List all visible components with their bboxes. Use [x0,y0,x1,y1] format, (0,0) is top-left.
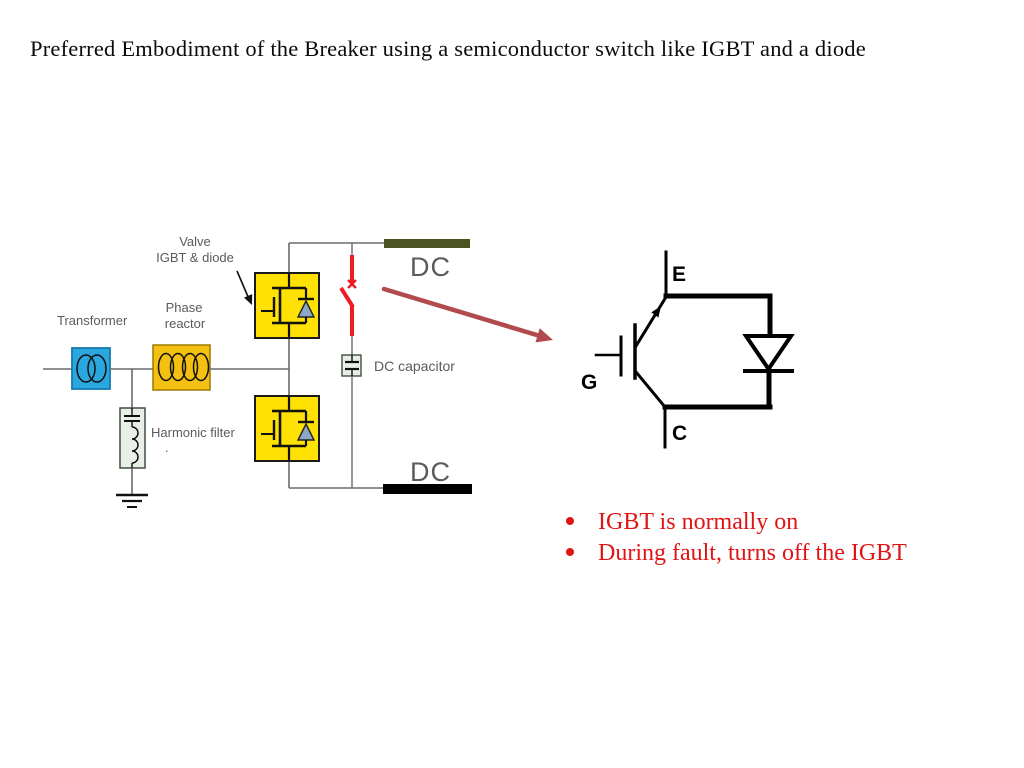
dc-top-label: DC [410,252,451,282]
ground-symbol [116,468,148,508]
valve-upper [254,272,320,339]
transformer-symbol [71,347,111,390]
phase-reactor-label-line2: reactor [165,316,206,331]
emitter-arrowhead [651,306,661,318]
valve-label-line2: IGBT & diode [156,250,234,265]
dc-negative-bar [383,484,472,494]
bullet-dot [566,548,574,556]
dc-breaker-switch [339,243,357,355]
antiparallel-diode [742,334,795,373]
bullet-text: IGBT is normally on [598,509,799,535]
dc-bottom-label: DC [410,457,451,487]
stray-period: . [165,440,169,455]
phase-reactor-symbol [152,344,211,391]
annotation-arrow [381,286,553,343]
dc-positive-bar [384,239,470,248]
dc-capacitor-label: DC capacitor [374,358,455,374]
gate-label: G [581,371,597,394]
valve-pointer-arrow [236,270,253,305]
bullet-item: During fault, turns off the IGBT [566,538,907,569]
phase-reactor-label-line1: Phase [166,300,203,315]
collector-label: C [672,422,687,445]
bullet-item: IGBT is normally on [566,507,907,538]
harmonic-filter-label: Harmonic filter [151,425,235,440]
bullet-text: During fault, turns off the IGBT [598,540,907,566]
bullet-dot [566,517,574,525]
bullet-list: IGBT is normally on During fault, turns … [566,507,907,569]
harmonic-filter-symbol [119,407,146,469]
dc-capacitor-symbol [341,354,362,377]
valve-lower [254,395,320,462]
transformer-label: Transformer [57,313,128,328]
emitter-label: E [672,263,686,286]
igbt-diode-symbol: E C G [581,250,795,449]
valve-label-line1: Valve [179,234,211,249]
slide-title: Preferred Embodiment of the Breaker usin… [30,36,866,61]
